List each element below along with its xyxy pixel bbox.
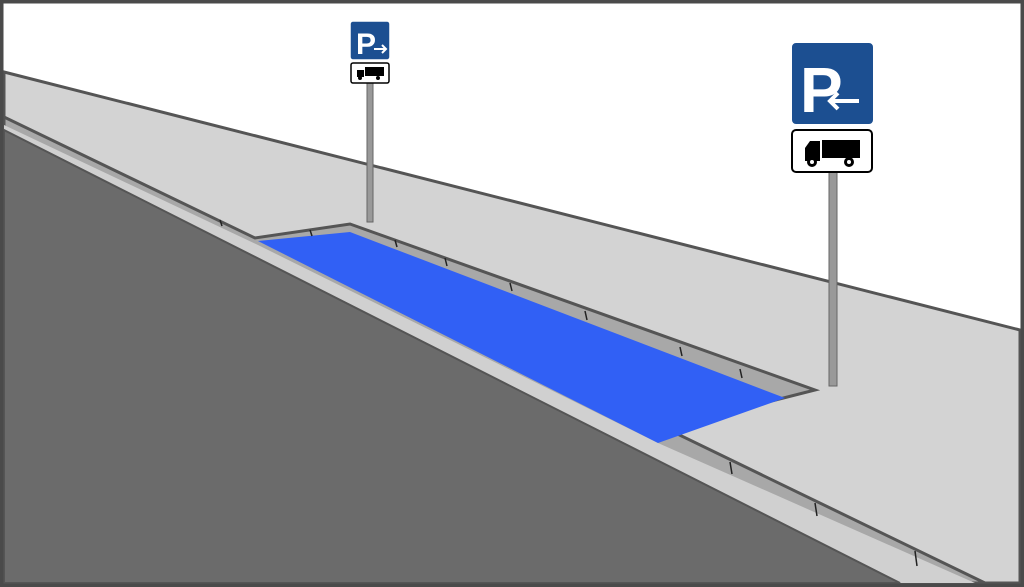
arrow-left-icon	[827, 91, 859, 111]
parking-sign-small	[349, 20, 391, 61]
curb-joints	[219, 219, 918, 567]
parking-letter-large: P	[800, 54, 843, 126]
sign-post-small: P	[349, 20, 391, 223]
truck-icon	[805, 140, 860, 167]
parking-bay	[258, 232, 785, 443]
sign-post-large: P	[790, 41, 875, 387]
truck-icon	[357, 67, 384, 80]
parking-letter-small: P	[356, 28, 376, 61]
parking-sign-large	[790, 41, 875, 126]
road	[3, 128, 901, 584]
arrow-right-icon	[374, 44, 388, 54]
